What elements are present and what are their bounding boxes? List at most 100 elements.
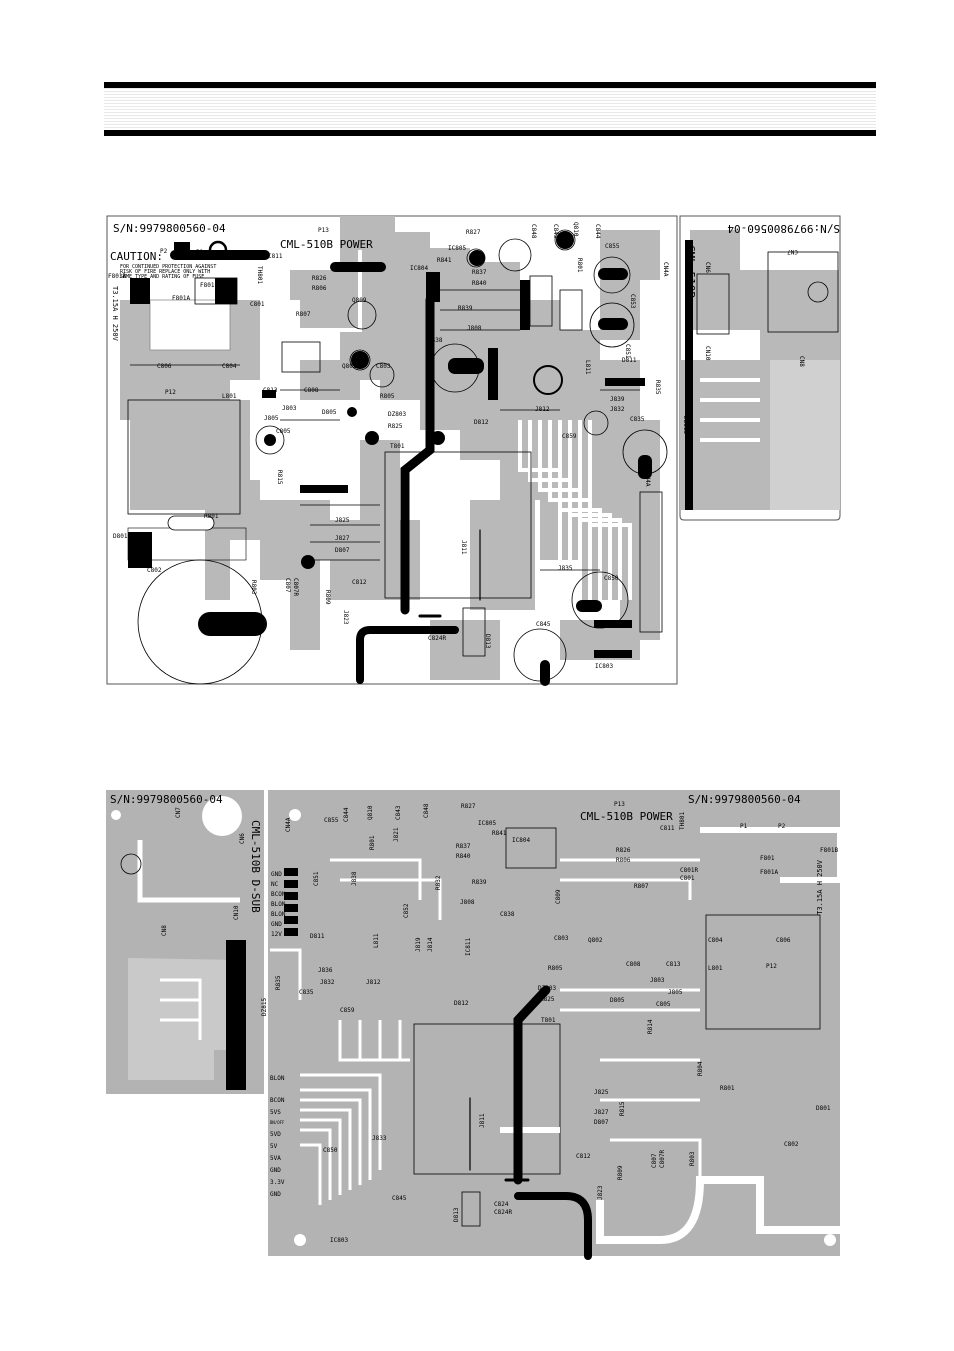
blbl-c845: C845	[392, 1195, 407, 1202]
lbl-c843: C843	[552, 224, 559, 239]
lbl-c855: C855	[605, 243, 620, 250]
blbl-r805: R805	[548, 965, 563, 972]
pin-top-6: 12V	[271, 931, 282, 938]
lbl-q810: Q810	[572, 222, 579, 237]
blbl-c824r: C824R	[494, 1209, 512, 1216]
caution-line-2: RISK OF FIRE REPLACE ONLY WITH	[120, 269, 210, 275]
blbl-j812: J812	[366, 979, 381, 986]
blbl-c844: C844	[343, 807, 350, 822]
lbl-dz803: DZ803	[388, 411, 406, 418]
bottom-d813	[461, 1191, 481, 1227]
blbl-j811: J811	[479, 1113, 486, 1128]
lbl-c824: C824	[428, 627, 443, 634]
blbl-r801: R801	[369, 835, 376, 850]
lbl-c853: C853	[629, 294, 636, 309]
blbl-j814: J814	[427, 937, 434, 952]
blbl-r837: R837	[456, 843, 471, 850]
blbl-r801b: R801	[720, 1085, 735, 1092]
blbl-f801a: F801A	[760, 869, 778, 876]
c801-outline	[281, 341, 321, 373]
bottom-p1: P1	[740, 823, 748, 830]
bottom-fuse-rating: T3.15A H 250V	[816, 859, 824, 915]
blbl-r826: R826	[616, 847, 631, 854]
pin-bot-5: 5V	[270, 1143, 278, 1150]
pin-top-5: GND	[271, 921, 282, 928]
pin-bot-0: BLON	[270, 1075, 285, 1082]
lbl-cn6: CN6	[704, 262, 711, 273]
bottom-p2: P2	[778, 823, 786, 830]
blbl-c843: C843	[395, 805, 402, 820]
lbl-r837: R837	[472, 269, 487, 276]
lbl-r841: R841	[437, 257, 452, 264]
blbl-r815: R815	[619, 1101, 626, 1116]
lbl-f801: F801	[200, 282, 215, 289]
blbl-ic803: IC803	[330, 1237, 348, 1244]
blbl-ic804: IC804	[512, 837, 530, 844]
blbl-f801b: F801B	[820, 847, 838, 854]
bottom-white-traces	[160, 858, 702, 1205]
blbl-d812: D812	[454, 1000, 469, 1007]
lbl-f801a: F801A	[172, 295, 190, 302]
p12-box	[127, 399, 241, 515]
lbl-d811: D811	[622, 357, 637, 364]
pin-top-1: NC	[271, 881, 279, 888]
top-caution: CAUTION:	[110, 250, 163, 263]
bottom-ic804	[505, 827, 557, 869]
blbl-r832: R832	[435, 875, 442, 890]
top-p1: P1	[196, 249, 204, 256]
blbl-j833: J833	[372, 1135, 387, 1142]
lbl-c835: C835	[630, 416, 645, 423]
blbl-r827: R827	[461, 803, 476, 810]
thin-traces	[130, 289, 640, 571]
blbl-j803: J803	[650, 977, 665, 984]
blbl-c851: C851	[313, 871, 320, 886]
blbl-r841: R841	[492, 830, 507, 837]
blbl-cn4a: CN4A	[285, 817, 292, 832]
lbl-c801: C801	[250, 301, 265, 308]
blbl-d807: D807	[594, 1119, 609, 1126]
blbl-c859: C859	[340, 1007, 355, 1014]
blbl-d805: D805	[610, 997, 625, 1004]
lbl-r827: R827	[466, 229, 481, 236]
lbl-c844: C844	[594, 224, 601, 239]
blbl-r809: R809	[617, 1165, 624, 1180]
blbl-j832: J832	[320, 979, 335, 986]
lbl-j832: J832	[610, 406, 625, 413]
lbl-d807: D807	[335, 547, 350, 554]
cn7-outline	[767, 251, 839, 333]
lbl-c851: C851	[624, 344, 631, 359]
pin-bot-9: GND	[270, 1191, 281, 1198]
lbl-j823: J823	[342, 610, 349, 625]
lbl-c813: C813	[263, 387, 278, 394]
lbl-c838: C838	[428, 337, 443, 344]
blbl-c802: C802	[784, 1141, 799, 1148]
pin-top-3: BLON	[271, 901, 286, 908]
lbl-ic804: IC804	[410, 265, 428, 272]
top-board-title: CML-510B POWER	[280, 238, 373, 251]
top-p2: P2	[160, 248, 168, 255]
bottom-p13: P13	[614, 801, 625, 808]
ground-symbol	[807, 281, 829, 303]
bottom-labels: F801B F801 F801A C801R C801 C811 R827 IC…	[299, 803, 838, 1244]
hv-trace-return	[356, 626, 459, 684]
lbl-c808: C808	[304, 387, 319, 394]
lbl-c807r: C807R	[292, 578, 299, 596]
lbl-d801: D801	[113, 533, 128, 540]
pin-bot-7: GND	[270, 1167, 281, 1174]
bottom-ground-symbol	[120, 853, 142, 875]
lbl-r835: R835	[654, 380, 661, 395]
fuse-f801b-pad	[130, 278, 150, 304]
blbl-q802: Q802	[588, 937, 603, 944]
header-top-rule	[104, 82, 876, 88]
lbl-q809: Q809	[352, 297, 367, 304]
cap-marks	[264, 231, 652, 686]
blbl-cn6: CN6	[239, 833, 246, 844]
lbl-r807: R807	[296, 311, 311, 318]
blbl-r807: R807	[634, 883, 649, 890]
lbl-ic805: IC805	[448, 245, 466, 252]
blbl-j827: J827	[594, 1109, 609, 1116]
blbl-r814: R814	[647, 1019, 654, 1034]
bottom-pin-labels: GND NC BCON BLON BLON GND 12V BLON BCON …	[270, 871, 286, 1198]
bottom-serial-left: S/N:9979800560-04	[110, 793, 223, 806]
lbl-c812: C812	[352, 579, 367, 586]
